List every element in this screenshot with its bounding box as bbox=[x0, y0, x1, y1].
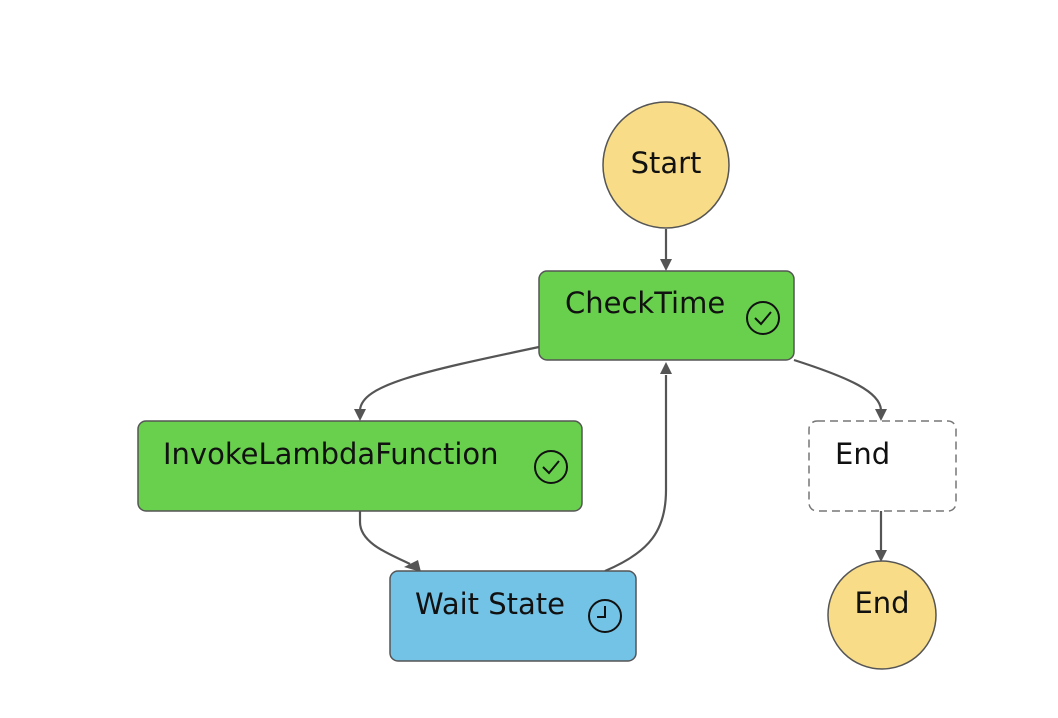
end-state-node[interactable]: End bbox=[808, 420, 957, 512]
arrowhead-checktime-top bbox=[660, 259, 672, 271]
edge-waitstate-to-checktime bbox=[604, 375, 668, 573]
edges bbox=[354, 229, 887, 573]
end-state-label: End bbox=[835, 437, 890, 471]
arrowhead-invokelambda-top bbox=[354, 409, 366, 421]
arrowhead-waitstate-top bbox=[404, 560, 421, 572]
checktime-node[interactable]: CheckTime bbox=[538, 270, 795, 361]
invokelambda-label: InvokeLambdaFunction bbox=[163, 437, 499, 471]
end-node[interactable]: End bbox=[827, 560, 937, 670]
arrowhead-end-top bbox=[875, 550, 887, 562]
arrowhead-end-state-top bbox=[875, 409, 887, 421]
edge-checktime-to-invokelambda bbox=[358, 345, 540, 411]
edge-invokelambda-to-waitstate bbox=[358, 511, 411, 565]
check-circle-icon bbox=[746, 301, 780, 335]
start-label: Start bbox=[631, 146, 702, 180]
waitstate-label: Wait State bbox=[415, 587, 565, 621]
waitstate-node[interactable]: Wait State bbox=[389, 570, 637, 662]
checktime-label: CheckTime bbox=[565, 286, 725, 320]
invokelambda-node[interactable]: InvokeLambdaFunction bbox=[137, 420, 583, 512]
end-label: End bbox=[854, 586, 909, 620]
edge-checktime-to-end-state bbox=[793, 358, 883, 411]
start-node[interactable]: Start bbox=[602, 101, 730, 229]
check-circle-icon bbox=[534, 450, 568, 484]
arrowhead-checktime-bottom bbox=[660, 362, 672, 374]
clock-icon bbox=[588, 599, 622, 633]
